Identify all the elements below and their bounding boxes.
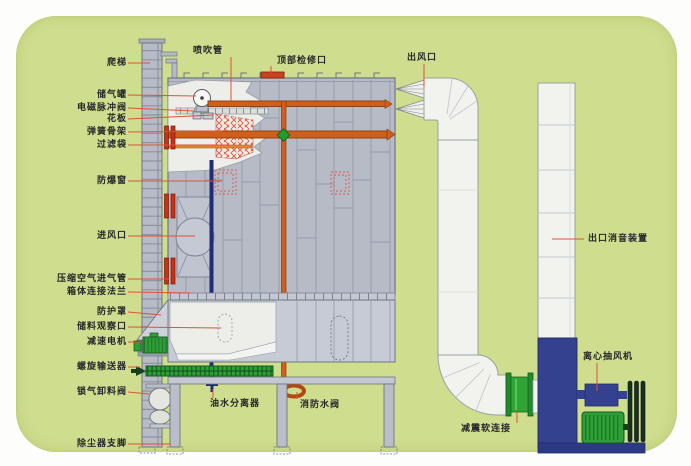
air-inlet-panel	[175, 196, 215, 278]
label-air-tank: 储气罐	[96, 90, 127, 100]
air-outlet-cones	[394, 79, 425, 119]
label-tube-sheet: 花板	[106, 114, 127, 124]
screw-conveyor	[131, 365, 274, 377]
silencer-stack	[537, 82, 576, 339]
label-screw-conveyor: 螺旋输送器	[76, 362, 127, 372]
label-airlock-valve: 锁气卸料阀	[76, 387, 127, 397]
inlet-flange-joints	[164, 125, 176, 285]
label-support-leg: 除尘器支脚	[76, 439, 127, 449]
leader-lines	[127, 57, 598, 445]
top-access-hatch	[260, 71, 285, 79]
label-explosion-vent: 防爆窗	[96, 176, 127, 186]
soft-connection	[505, 372, 541, 417]
label-pulse-valve: 电磁脉冲阀	[76, 103, 127, 113]
fan-and-silencer	[537, 82, 646, 454]
label-protective-cover: 防护罩	[96, 307, 127, 317]
label-filter-bag: 过滤袋	[96, 140, 127, 150]
fan-base	[537, 442, 646, 454]
explosion-vent-windows	[214, 169, 350, 195]
label-centrifugal-fan: 离心抽风机	[583, 352, 634, 362]
label-material-viewport: 储料观察口	[76, 322, 127, 332]
label-gear-motor: 减速电机	[86, 337, 127, 347]
outlet-duct	[423, 77, 507, 416]
fan-housing	[537, 337, 578, 449]
label-top-access: 顶部检修口	[277, 56, 328, 66]
casing-flange-band	[167, 292, 396, 301]
label-blow-pipe: 喷吹管	[193, 46, 224, 56]
label-oil-water-separator: 油水分离器	[210, 399, 261, 409]
label-spring-cage: 弹簧骨架	[86, 127, 127, 137]
label-casing-flange: 箱体连接法兰	[66, 287, 127, 297]
label-soft-connection: 减震软连接	[461, 424, 512, 434]
label-fire-water-valve: 消防水阀	[300, 400, 341, 410]
label-ladder: 爬梯	[106, 58, 127, 68]
label-outlet-silencer: 出口消音装置	[588, 234, 649, 244]
support-legs	[166, 383, 398, 455]
gear-motor	[133, 332, 169, 357]
label-air-inlet: 进风口	[96, 231, 127, 241]
label-air-outlet: 出风口	[407, 53, 438, 63]
hopper-section	[136, 298, 396, 385]
label-compressed-air-pipe: 压缩空气进气管	[56, 274, 127, 284]
